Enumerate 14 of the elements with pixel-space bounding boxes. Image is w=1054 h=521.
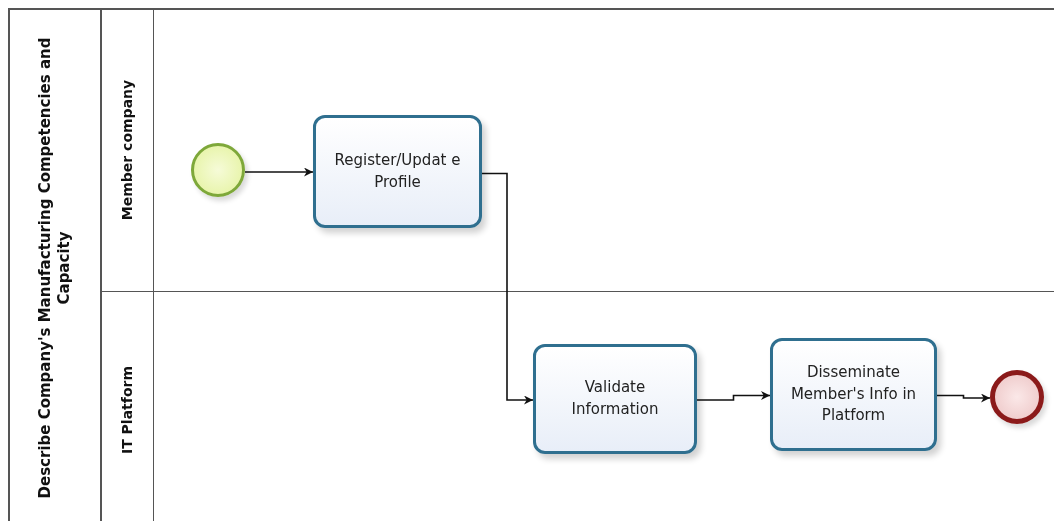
arrow <box>481 172 534 405</box>
end-event-circle <box>990 370 1044 424</box>
start-event-circle <box>191 143 245 197</box>
arrow <box>936 393 991 403</box>
pool <box>8 8 1054 521</box>
lane-label: Member company <box>118 78 136 222</box>
task-box: Disseminate Member's Info in Platform <box>770 338 937 451</box>
task-box: Register/Updat e Profile <box>313 115 482 228</box>
lane-label: IT Platform <box>118 365 136 457</box>
task-box: Validate Information <box>533 344 697 454</box>
swimlane <box>100 291 1054 521</box>
arrow <box>696 391 771 401</box>
pool-title: Describe Company's Manufacturing Competencies and Capacity <box>36 36 74 501</box>
arrow <box>244 167 314 177</box>
